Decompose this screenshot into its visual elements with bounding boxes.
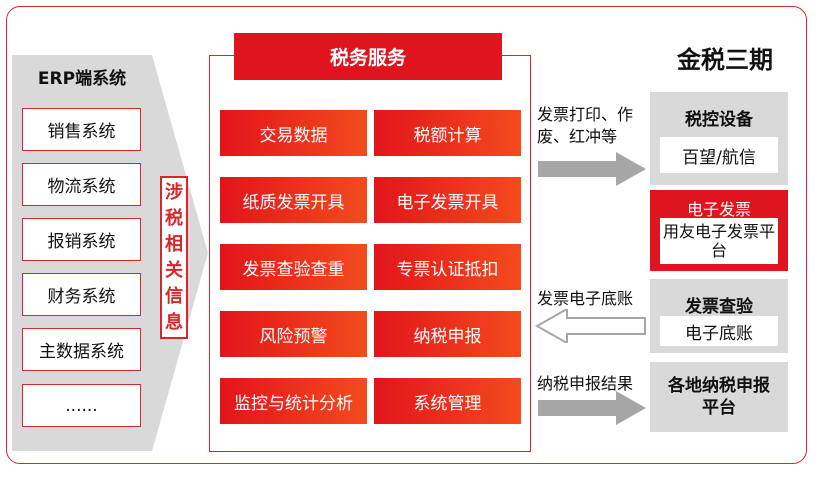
flow-label-print: 发票打印、作废、红冲等 [537, 105, 634, 146]
arrow-left-icon [535, 309, 646, 343]
invoice-check-value[interactable]: 电子底账 [660, 316, 778, 346]
svc-monitoring[interactable]: 监控与统计分析 [220, 378, 367, 424]
erp-item-sales[interactable]: 销售系统 [22, 108, 141, 151]
tax-control-value[interactable]: 百望/航信 [660, 137, 778, 173]
tax-info-char: 信 [165, 285, 183, 307]
tax-info-char: 相 [165, 233, 183, 255]
tax-info-char: 息 [165, 311, 183, 333]
arrow-right-icon [538, 152, 646, 186]
svc-risk-warning[interactable]: 风险预警 [220, 311, 367, 357]
tax-info-char: 税 [165, 207, 183, 229]
flow-label-ledger: 发票电子底账 [537, 289, 634, 308]
tax-control-title: 税控设备 [685, 110, 753, 130]
flow-label-filing: 纳税申报结果 [537, 374, 634, 393]
svc-transaction-data[interactable]: 交易数据 [220, 110, 367, 156]
svc-invoice-check[interactable]: 发票查验查重 [220, 244, 367, 290]
erp-item-logistics[interactable]: 物流系统 [22, 163, 141, 206]
invoice-check-title: 发票查验 [685, 297, 753, 317]
tax-service-title: 税务服务 [234, 33, 502, 80]
golden-tax-title: 金税三期 [677, 46, 773, 74]
erp-title: ERP端系统 [37, 69, 127, 89]
erp-item-finance[interactable]: 财务系统 [22, 273, 141, 316]
erp-item-reimbursement[interactable]: 报销系统 [22, 218, 141, 261]
svc-tax-calculation[interactable]: 税额计算 [374, 110, 521, 156]
tax-info-label: 涉 税 相 关 信 息 [160, 176, 188, 339]
arrow-right-icon [538, 391, 646, 425]
e-invoice-platform[interactable]: 用友电子发票平台 [660, 218, 778, 264]
tax-info-char: 关 [165, 259, 183, 281]
e-invoice-title: 电子发票 [686, 200, 751, 219]
tax-info-char: 涉 [165, 181, 183, 203]
svc-system-mgmt[interactable]: 系统管理 [374, 378, 521, 424]
svc-paper-invoice[interactable]: 纸质发票开具 [220, 177, 367, 223]
svc-special-invoice[interactable]: 专票认证抵扣 [374, 244, 521, 290]
erp-item-master-data[interactable]: 主数据系统 [22, 328, 141, 371]
erp-item-more[interactable]: ...... [22, 384, 141, 427]
local-tax-title[interactable]: 各地纳税申报平台 [668, 376, 770, 418]
svc-e-invoice[interactable]: 电子发票开具 [374, 177, 521, 223]
svc-tax-filing[interactable]: 纳税申报 [374, 311, 521, 357]
local-tax-box [650, 362, 788, 432]
